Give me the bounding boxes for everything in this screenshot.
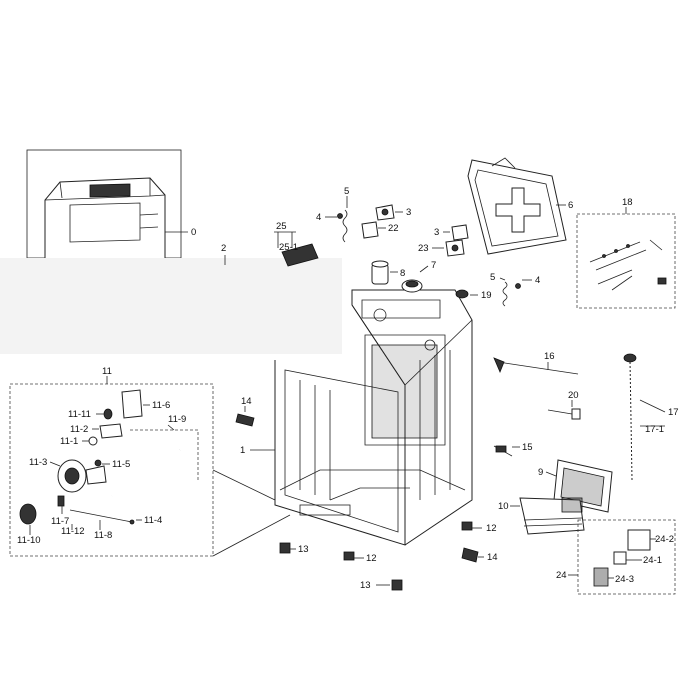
label-23: 23 [418, 243, 429, 254]
label-3-right: 3 [434, 227, 439, 238]
label-11-12: 11-12 [61, 526, 85, 537]
suspension-spring-right: 5 4 [490, 272, 540, 307]
main-cabinet-frame: 1 2 [221, 243, 473, 546]
label-18: 18 [622, 197, 633, 208]
part-22-bracket: 22 [361, 221, 399, 239]
label-7: 7 [431, 260, 436, 271]
label-24: 24 [556, 570, 567, 581]
part-18-wire-harness: 18 [576, 197, 676, 309]
label-17-1: 17-1 [645, 424, 664, 435]
part-11-drain-pump-assembly: 11 11-11 11-6 11-2 11-1 11-9 [9, 366, 291, 557]
part-3-bracket-left: 3 [375, 204, 411, 221]
part-13-leg-left: 13 [279, 542, 309, 555]
gray-overlay-band [0, 258, 342, 354]
label-11-10: 11-10 [17, 535, 41, 546]
label-20: 20 [568, 390, 579, 401]
label-2: 2 [221, 243, 226, 254]
part-6-tub-cover: 6 [467, 157, 573, 255]
part-14-pad-left: 14 [235, 396, 255, 427]
label-24-3: 24-3 [615, 574, 634, 585]
label-8: 8 [400, 268, 405, 279]
label-13-left: 13 [298, 544, 309, 555]
label-4-left: 4 [316, 212, 321, 223]
part-7-cap: 7 [401, 260, 436, 293]
label-1: 1 [240, 445, 245, 456]
label-11-4: 11-4 [144, 515, 162, 526]
label-5-right: 5 [490, 272, 495, 283]
label-25: 25 [276, 221, 287, 232]
part-13-leg-center: 13 [360, 579, 403, 591]
label-22: 22 [388, 223, 399, 234]
part-14-pad-right: 14 [461, 547, 498, 563]
label-10: 10 [498, 501, 509, 512]
label-11-7: 11-7 [51, 516, 69, 527]
label-12-right: 12 [486, 523, 497, 534]
part-12-foot-center: 12 [343, 551, 377, 564]
label-24-2: 24-2 [655, 534, 674, 545]
assembled-cabinet-inset: 0 [26, 149, 196, 259]
label-24-1: 24-1 [643, 555, 662, 566]
label-11: 11 [102, 366, 112, 377]
part-8-cylinder: 8 [371, 260, 405, 285]
label-9: 9 [538, 467, 543, 478]
label-11-2: 11-2 [70, 424, 88, 435]
part-3-bracket-right: 3 [434, 224, 469, 241]
label-11-8: 11-8 [94, 530, 112, 541]
label-11-5: 11-5 [112, 459, 130, 470]
part-17-drain-hose: 17 17-1 [623, 353, 679, 481]
label-6: 6 [568, 200, 573, 211]
label-12-center: 12 [366, 553, 377, 564]
label-19: 19 [481, 290, 492, 301]
label-3-left: 3 [406, 207, 411, 218]
label-4-right: 4 [535, 275, 540, 286]
suspension-spring-left: 5 4 [316, 186, 349, 243]
part-10-drawer-housing: 10 [498, 497, 585, 535]
part-9-drawer-panel: 9 [538, 459, 613, 513]
part-25-bracket: 25 25-1 [274, 221, 319, 267]
part-24-valve-assembly: 24 24-2 24-1 24-3 [556, 519, 676, 595]
label-17: 17 [668, 407, 679, 418]
label-11-1: 11-1 [60, 436, 78, 447]
label-14-right: 14 [487, 552, 498, 563]
part-16-rod: 16 [493, 351, 579, 375]
label-13-center: 13 [360, 580, 371, 591]
label-0: 0 [191, 227, 196, 238]
label-11-9: 11-9 [168, 414, 186, 425]
label-15: 15 [522, 442, 533, 453]
part-19-knob: 19 [455, 289, 492, 301]
label-25-1: 25-1 [279, 242, 298, 253]
label-14-left: 14 [241, 396, 252, 407]
label-16: 16 [544, 351, 555, 362]
part-12-foot-right: 12 [461, 521, 497, 534]
label-11-3: 11-3 [29, 457, 47, 468]
label-11-11: 11-11 [68, 409, 91, 420]
label-11-6: 11-6 [152, 400, 170, 411]
part-23-bracket: 23 [418, 239, 465, 257]
part-20-sensor: 20 [547, 390, 581, 420]
part-15-damper: 15 [493, 442, 533, 457]
label-5-left: 5 [344, 186, 349, 197]
